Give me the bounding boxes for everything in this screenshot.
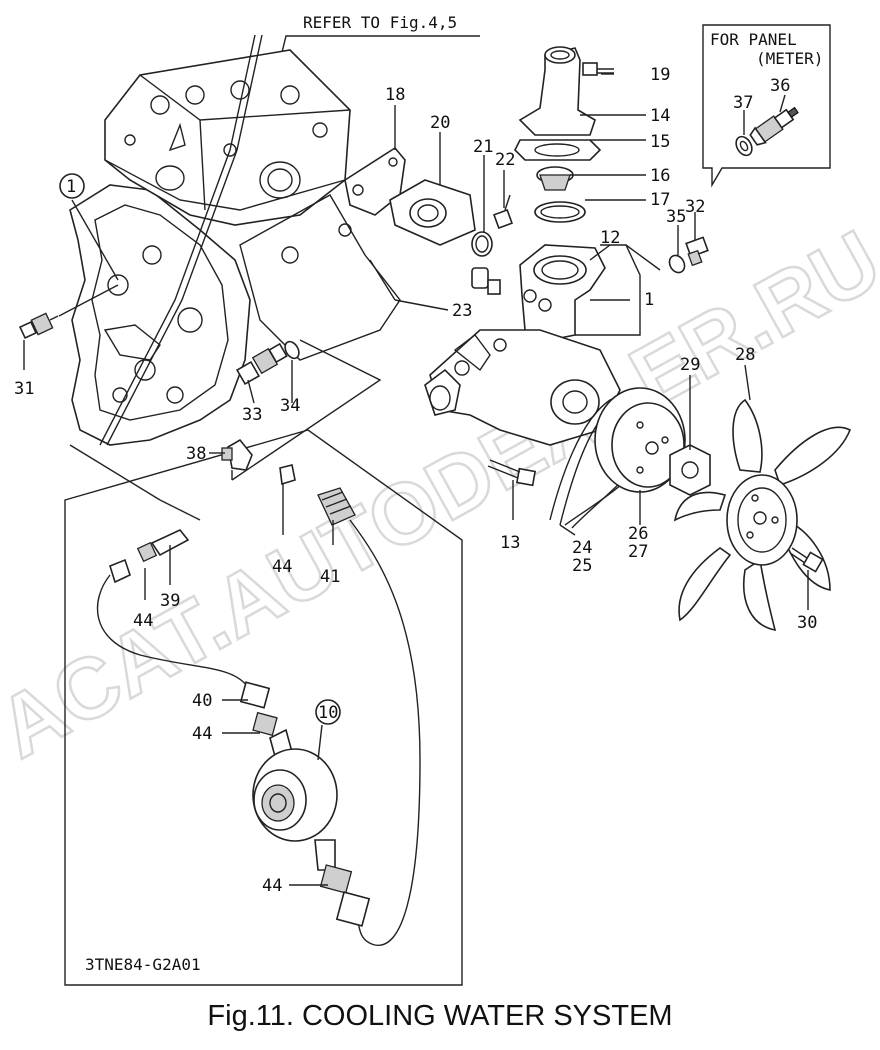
inset-title-line2: (METER) [756,49,823,68]
hose-end-left [109,558,131,584]
callout-17: 17 [650,190,670,210]
refer-to-figure-label: REFER TO Fig.4,5 [303,13,457,32]
washer-34 [284,340,300,360]
callout-20: 20 [430,113,450,133]
callout-18: 18 [385,85,405,105]
callout-19: 19 [650,65,670,85]
temp-switch-33 [235,342,288,386]
o-ring-17 [534,201,586,223]
leader-lines [23,73,809,886]
water-pump-pulley [594,387,686,493]
bolt-22 [493,194,513,229]
guide-rod [99,34,256,446]
drain-cock-31 [18,312,59,340]
callout-37: 37 [733,93,753,113]
callout-40: 40 [192,691,212,711]
hose-line-left [96,574,251,691]
cylinder-block [69,184,251,446]
thermostat-cover-14 [518,46,596,136]
callout-31: 31 [14,379,34,399]
bolt-13 [487,459,537,487]
callout-26: 26 [628,524,648,544]
callout-12: 12 [600,228,620,248]
gear-case-plate [239,194,401,361]
thermostat-case-12 [519,244,606,341]
callout-1-right: 1 [644,290,654,310]
bolt-30 [789,547,824,573]
water-flange-20 [389,179,476,246]
callout-32: 32 [685,197,705,217]
fan-spacer-29 [669,444,711,496]
callout-29: 29 [680,355,700,375]
callout-23: 23 [452,301,472,321]
water-pump-body [424,329,621,446]
oil-cooler-10 [252,748,338,871]
callout-25: 25 [572,556,592,576]
callout-28: 28 [735,345,755,365]
gasket-15 [514,139,602,161]
pipe-40 [239,681,271,709]
panel-meter-inset: FOR PANEL (METER) [702,24,831,188]
callout-30: 30 [797,613,817,633]
thermostat-16 [536,166,574,191]
temperature-sender [749,106,799,146]
callout-38: 38 [186,444,206,464]
hose-line-right [349,519,421,946]
o-ring-21 [471,231,493,257]
callout-labels: 1 10 12 13 14 15 16 17 18 19 20 21 22 23… [14,65,817,896]
callout-15: 15 [650,132,670,152]
callout-24: 24 [572,538,592,558]
clamp-44-mid [252,711,278,737]
callout-16: 16 [650,166,670,186]
connector-39 [136,529,190,563]
figure-caption: Fig.11. COOLING WATER SYSTEM [207,1000,673,1032]
callout-22: 22 [495,150,515,170]
callout-36: 36 [770,76,790,96]
bolt-19 [582,62,614,76]
callout-35: 35 [666,207,686,227]
callout-44-c: 44 [192,724,212,744]
clamp-44-lower [319,864,353,894]
callout-14: 14 [650,106,670,126]
clamp-44-upper [279,464,296,486]
inset-title-line1: FOR PANEL [710,30,797,49]
washer-37 [735,135,753,157]
callout-41: 41 [320,567,340,587]
washer-35 [668,254,686,274]
callout-circle-1 [59,173,85,199]
hose-41 [317,487,356,526]
callout-34: 34 [280,396,300,416]
callout-44-d: 44 [262,876,282,896]
elbow-38 [221,438,253,471]
plug-12 [471,267,501,295]
callout-21: 21 [473,137,493,157]
callout-39: 39 [160,591,180,611]
callout-27: 27 [628,542,648,562]
callout-1: 1 [66,177,76,197]
callout-44-a: 44 [272,557,292,577]
drawing-code: 3TNE84-G2A01 [85,955,201,974]
callout-10: 10 [318,703,338,723]
plug-32 [685,236,709,267]
bypass-hose-group-box [64,429,463,986]
hose-end-lower [335,891,371,927]
cooling-fan-28 [673,398,852,632]
callout-33: 33 [242,405,262,425]
callout-13: 13 [500,533,520,553]
cylinder-head [104,49,351,226]
callout-44-b: 44 [133,611,153,631]
callout-circle-10 [315,699,341,725]
